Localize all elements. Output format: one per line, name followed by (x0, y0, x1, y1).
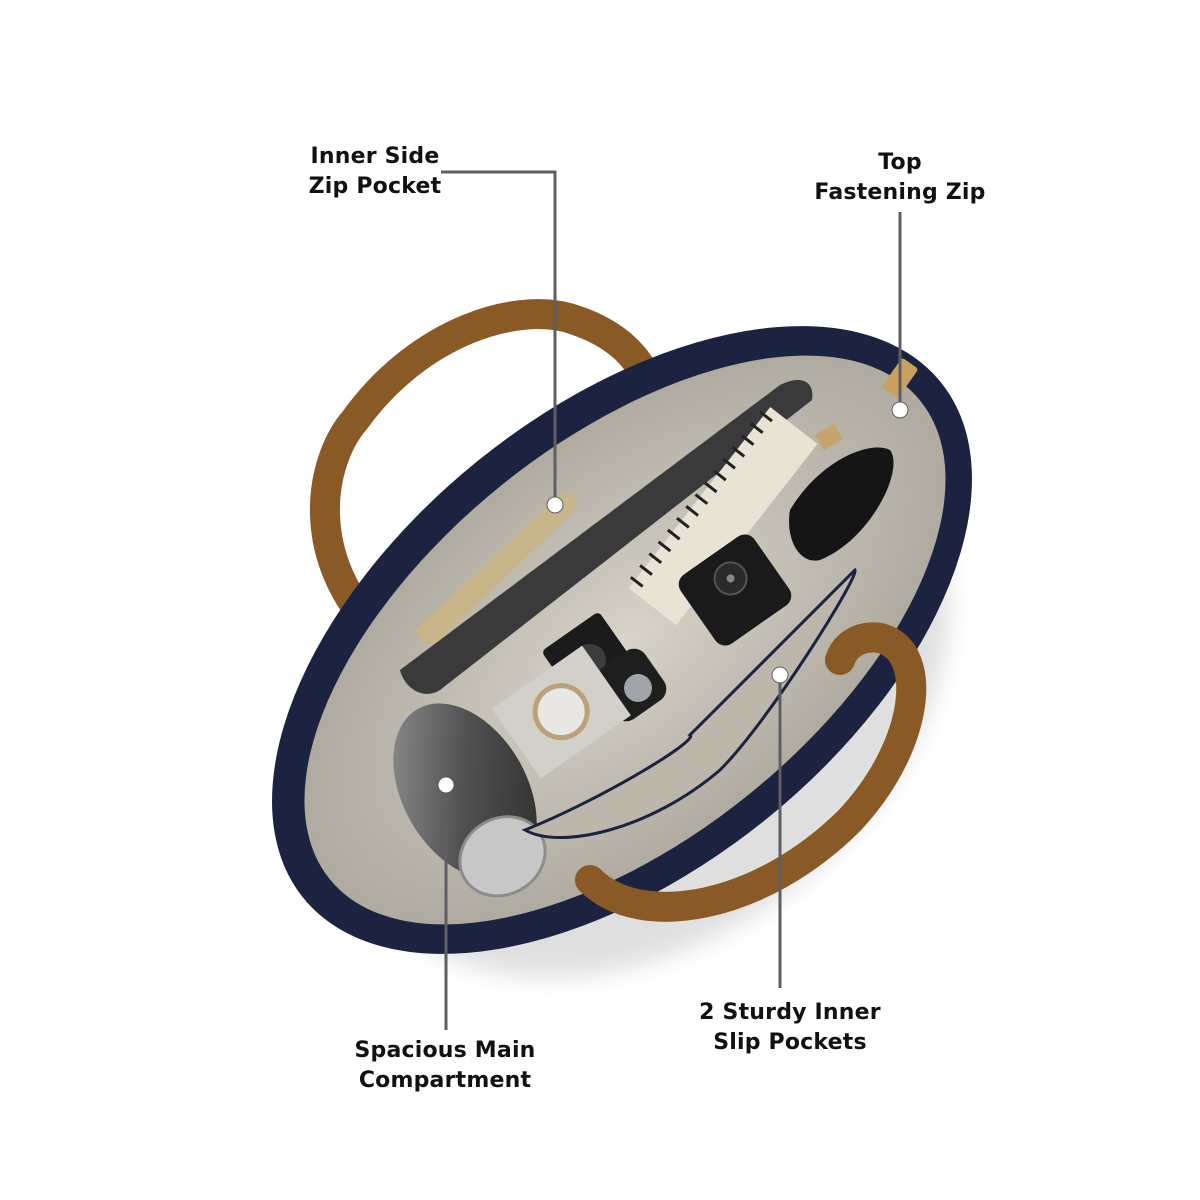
laptop-sleeve (400, 380, 813, 694)
callout-dot-sturdy-inner-slip-pockets (771, 666, 789, 684)
inner-zip-pocket (415, 493, 577, 644)
callout-dot-top-fastening-zip (891, 401, 909, 419)
callout-dots (437, 401, 909, 794)
callout-line1: Inner Side (310, 144, 440, 169)
water-bottle (393, 703, 547, 898)
callout-label-spacious-main-compartment: Spacious Main Compartment (335, 1036, 555, 1096)
inner-slip-pocket-front (521, 567, 857, 839)
callout-label-inner-side-zip-pocket: Inner Side Zip Pocket (300, 142, 450, 202)
callout-label-top-fastening-zip: Top Fastening Zip (800, 148, 1000, 208)
callout-line1: Top (878, 150, 922, 175)
perfume-box (492, 645, 631, 779)
callout-line2: Compartment (358, 1068, 532, 1093)
back-handle (309, 299, 665, 655)
callout-line1: Spacious Main (354, 1038, 536, 1063)
spiral-notebook (628, 406, 818, 626)
callout-dot-inner-side-zip-pocket (546, 496, 564, 514)
callout-line1: 2 Sturdy Inner (699, 1000, 881, 1025)
black-pouch (789, 447, 894, 561)
front-handle (575, 622, 927, 922)
callout-line2: Slip Pockets (713, 1030, 867, 1055)
camera (678, 534, 792, 646)
callout-label-sturdy-inner-slip-pockets: 2 Sturdy Inner Slip Pockets (685, 998, 895, 1058)
zip-tab (814, 423, 844, 451)
callout-lines (441, 170, 902, 1030)
callout-line2: Zip Pocket (308, 174, 442, 199)
callout-dot-spacious-main-compartment (437, 776, 455, 794)
callout-line-inner-side-zip-pocket (441, 170, 557, 505)
callout-line2: Fastening Zip (814, 180, 986, 205)
